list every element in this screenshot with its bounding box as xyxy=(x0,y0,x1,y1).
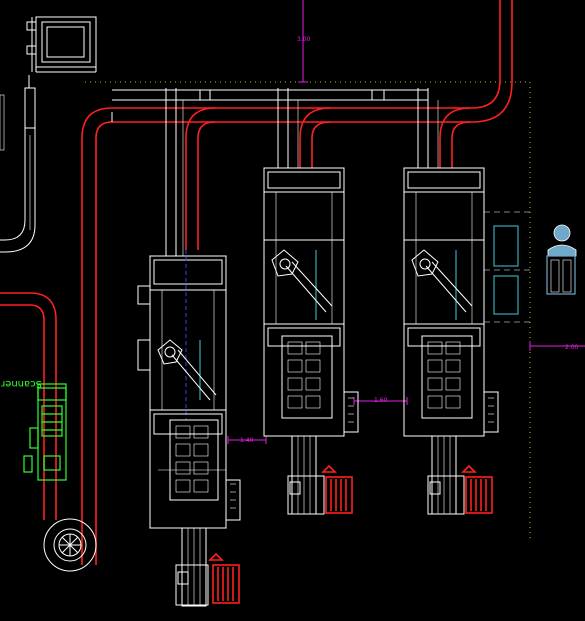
dimension-right: 2.00 xyxy=(529,341,585,351)
dimension-between-units: 1.60 xyxy=(353,397,408,405)
dimension-left-label: 1.40 xyxy=(240,437,254,444)
dimension-between-label: 1.60 xyxy=(374,397,388,404)
boundary-line xyxy=(85,81,531,540)
operator-figure-icon xyxy=(546,224,577,295)
machine-unit-1 xyxy=(137,250,241,607)
scanner-icon xyxy=(23,383,67,481)
dimension-right-label: 2.00 xyxy=(565,344,579,351)
robot-arm-2 xyxy=(271,249,333,313)
left-pipe xyxy=(0,75,36,253)
turntable-outer xyxy=(43,518,97,572)
machine-unit-2 xyxy=(263,167,359,515)
dimension-top-label: 3.00 xyxy=(297,36,311,43)
dimension-top: 3.00 xyxy=(297,0,311,83)
dimension-left-unit: 1.40 xyxy=(227,436,267,444)
side-panels xyxy=(484,211,530,323)
robot-arm-1 xyxy=(157,339,217,401)
conveyor-network xyxy=(0,0,513,572)
top-left-frame xyxy=(26,16,97,73)
upper-rails xyxy=(111,88,439,256)
scanner-label: Scanner xyxy=(0,378,42,389)
robot-arm-3 xyxy=(411,249,473,313)
machine-unit-3 xyxy=(403,167,499,515)
